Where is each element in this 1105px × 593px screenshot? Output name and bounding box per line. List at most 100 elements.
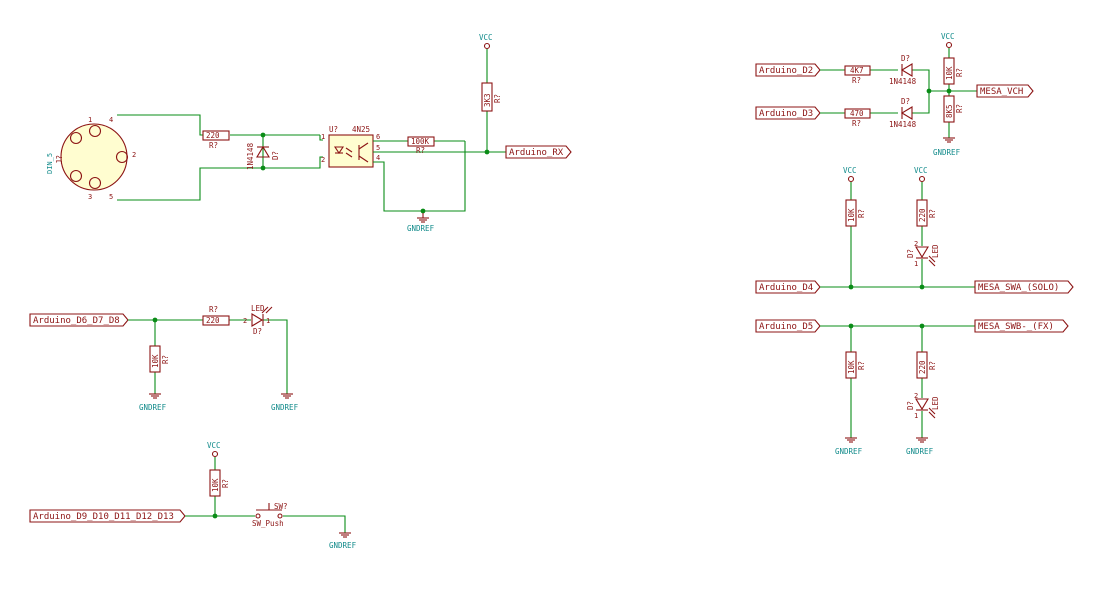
net-label-arduino-d4: Arduino_D4 xyxy=(755,280,821,294)
net-label-text: MESA_VCH xyxy=(980,87,1023,97)
ground-symbol: GNDREF xyxy=(933,137,961,157)
ground-label: GNDREF xyxy=(835,447,863,456)
diode-1n4148-d3: D? 1N4148 xyxy=(889,97,917,129)
resistor-value: 10K xyxy=(945,66,954,80)
switch-b-circuit: Arduino_D5 10K R? 220 R? 2 1 D? LED xyxy=(755,319,1069,456)
net-label-mesa-swa: MESA_SWA_(SOLO) xyxy=(974,280,1074,294)
opto-pin-6: 6 xyxy=(376,133,380,141)
vcc-symbol: VCC xyxy=(843,166,857,183)
din-connector-ref: J? xyxy=(55,155,64,164)
resistor-ref: R? xyxy=(161,355,170,364)
resistor-value: 4K7 xyxy=(850,66,864,75)
resistor-ref: R? xyxy=(852,119,861,128)
diode-value: 1N4148 xyxy=(246,142,255,170)
resistor-10k-pull-switch: 10K R? xyxy=(209,469,230,497)
resistor-10k-pull-led: 10K R? xyxy=(149,345,170,373)
vcc-symbol: VCC xyxy=(207,441,221,458)
diode-value: 1N4148 xyxy=(889,77,917,86)
net-label-text: Arduino_D9_D10_D11_D12_D13 xyxy=(33,512,174,522)
ground-symbol: GNDREF xyxy=(407,213,435,233)
midi-input-circuit: 1 2 3 4 5 DIN_5 J? 220 R? 1N4148 D? xyxy=(46,33,572,233)
net-label-arduino-d5: Arduino_D5 xyxy=(755,319,821,333)
vcc-label: VCC xyxy=(479,33,493,42)
din-pin-5: 5 xyxy=(109,193,113,201)
ground-symbol: GNDREF xyxy=(835,437,863,456)
resistor-ref: R? xyxy=(857,361,866,370)
net-label-text: Arduino_D6_D7_D8 xyxy=(33,316,120,326)
resistor-value: 220 xyxy=(206,316,220,325)
opto-ref: U? xyxy=(329,125,338,134)
resistor-220-input: 220 R? xyxy=(202,130,230,150)
opto-pin-5: 5 xyxy=(376,144,380,152)
net-label-text: Arduino_RX xyxy=(509,148,564,158)
ground-label: GNDREF xyxy=(933,148,961,157)
ground-label: GNDREF xyxy=(139,403,167,412)
led-pin-2: 2 xyxy=(243,317,247,325)
resistor-ref: R? xyxy=(928,209,937,218)
resistor-ref: R? xyxy=(416,146,425,155)
led-value: LED xyxy=(931,396,940,410)
led-output: 2 1 LED D? xyxy=(243,304,273,336)
optocoupler-4n25: U? 4N25 1 2 6 5 4 xyxy=(321,125,380,168)
resistor-ref: R? xyxy=(857,209,866,218)
diode-ref: D? xyxy=(901,54,910,63)
diode-ref: D? xyxy=(271,151,280,160)
net-label-arduino-d9-d13: Arduino_D9_D10_D11_D12_D13 xyxy=(29,509,186,523)
resistor-value: 220 xyxy=(206,131,220,140)
diode-1n4148-input: 1N4148 D? xyxy=(246,142,280,170)
vcc-label: VCC xyxy=(843,166,857,175)
vcc-symbol: VCC xyxy=(479,33,493,50)
net-label-text: MESA_SWB-_(FX) xyxy=(978,322,1054,332)
din-pin-2: 2 xyxy=(132,151,136,159)
net-label-arduino-rx: Arduino_RX xyxy=(505,145,572,159)
led-pin-1: 1 xyxy=(266,317,270,325)
opto-pin-1: 1 xyxy=(321,133,325,141)
led-pin-2: 2 xyxy=(914,240,918,248)
net-label-text: MESA_SWA_(SOLO) xyxy=(978,283,1059,293)
switch-ref: SW? xyxy=(274,502,288,511)
resistor-value: 10K xyxy=(847,360,856,374)
resistor-10k-top: 10K R? xyxy=(943,57,964,85)
resistor-470: 470 R? xyxy=(844,108,871,128)
net-label-text: Arduino_D2 xyxy=(759,66,813,76)
switch-a-circuit: Arduino_D4 10K R? 220 R? 2 1 D? LED xyxy=(755,166,1074,294)
resistor-ref: R? xyxy=(209,141,218,150)
net-label-text: Arduino_D3 xyxy=(759,109,813,119)
resistor-ref: R? xyxy=(493,94,502,103)
resistor-ref: R? xyxy=(852,76,861,85)
ground-label: GNDREF xyxy=(271,403,299,412)
net-label-text: Arduino_D4 xyxy=(759,283,813,293)
led-value: LED xyxy=(251,304,265,313)
resistor-10k-pull-d5: 10K R? xyxy=(845,351,866,379)
led-ref: D? xyxy=(906,249,915,258)
opto-pin-4: 4 xyxy=(376,154,380,162)
resistor-ref: R? xyxy=(955,104,964,113)
opto-value: 4N25 xyxy=(352,125,370,134)
vcc-label: VCC xyxy=(941,32,955,41)
led-pin-2: 2 xyxy=(914,392,918,400)
resistor-8k5-bottom: 8K5 R? xyxy=(943,95,964,123)
ground-symbol: GNDREF xyxy=(906,437,934,456)
resistor-220-led-d4: 220 R? xyxy=(916,199,937,227)
diode-ref: D? xyxy=(901,97,910,106)
led-ref: D? xyxy=(906,401,915,410)
ground-symbol: GNDREF xyxy=(139,393,167,412)
led-outputs-circuit: Arduino_D6_D7_D8 220 R? 10K R? 2 1 LED D… xyxy=(29,304,299,412)
resistor-ref: R? xyxy=(221,479,230,488)
diode-1n4148-d2: D? 1N4148 xyxy=(889,54,917,86)
resistor-ref: R? xyxy=(955,68,964,77)
switch-inputs-circuit: Arduino_D9_D10_D11_D12_D13 10K R? SW? SW… xyxy=(29,441,357,550)
opto-pin-2: 2 xyxy=(321,156,325,164)
resistor-value: 10K xyxy=(211,478,220,492)
resistor-3k3-pullup: 3K3 R? xyxy=(481,82,502,112)
ground-label: GNDREF xyxy=(906,447,934,456)
resistor-value: 3K3 xyxy=(483,93,492,107)
led-d5: 2 1 D? LED xyxy=(906,392,940,420)
resistor-value: 10K xyxy=(151,354,160,368)
din-connector-name: DIN_5 xyxy=(46,153,54,174)
net-label-arduino-d2: Arduino_D2 xyxy=(755,63,821,77)
push-switch: SW? SW_Push xyxy=(252,502,288,528)
led-ref: D? xyxy=(253,327,262,336)
ground-symbol: GNDREF xyxy=(271,393,299,412)
